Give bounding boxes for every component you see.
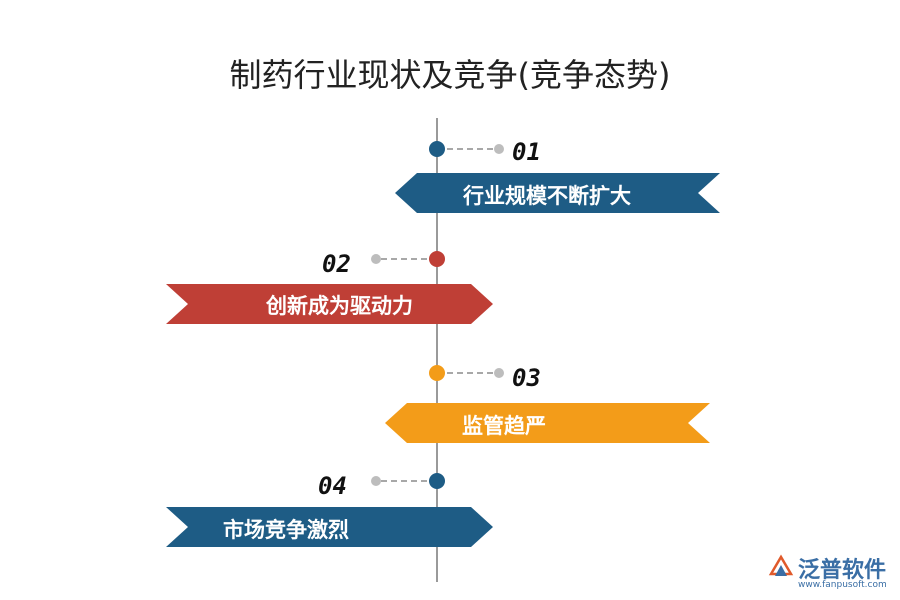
step-banner-3 (385, 403, 710, 443)
step-end-dot-3 (494, 368, 504, 378)
step-label-2: 创新成为驱动力 (266, 293, 413, 318)
brand-logo-icon (768, 554, 794, 576)
step-end-dot-1 (494, 144, 504, 154)
step-end-dot-2 (371, 254, 381, 264)
step-number-3: 03 (512, 364, 541, 392)
step-dot-4 (429, 473, 445, 489)
brand-name: 泛普软件 (798, 558, 887, 583)
step-end-dot-4 (371, 476, 381, 486)
step-banner-1 (395, 173, 720, 213)
brand-logo: 泛普软件 www.fanpusoft.com (768, 552, 893, 596)
step-number-1: 01 (512, 138, 541, 166)
step-number-4: 04 (318, 472, 347, 500)
diagram-title: 制药行业现状及竞争(竞争态势) (229, 56, 671, 94)
step-banner-4 (166, 507, 493, 547)
step-label-3: 监管趋严 (462, 413, 546, 438)
step-label-1: 行业规模不断扩大 (463, 183, 631, 208)
step-dot-1 (429, 141, 445, 157)
step-number-2: 02 (322, 250, 351, 278)
step-dot-3 (429, 365, 445, 381)
step-label-4: 市场竞争激烈 (223, 517, 349, 542)
step-dot-2 (429, 251, 445, 267)
brand-url: www.fanpusoft.com (798, 580, 887, 590)
step-banner-2 (166, 284, 493, 324)
